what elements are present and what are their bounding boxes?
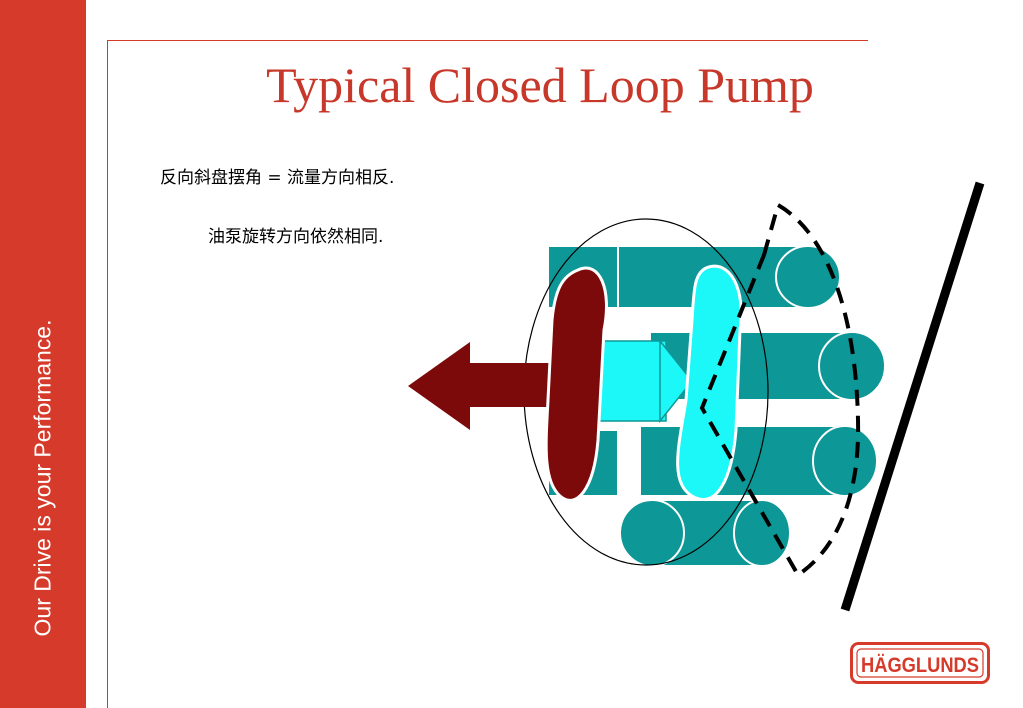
logo-text: HÄGGLUNDS xyxy=(861,654,979,677)
hagglunds-logo: HÄGGLUNDS xyxy=(850,642,990,684)
piston-upper-right xyxy=(649,331,886,401)
frame-left-rule xyxy=(107,40,108,708)
outlet-kidney-port xyxy=(544,266,608,502)
frame-top-rule xyxy=(107,40,868,41)
outflow-arrow xyxy=(408,342,552,430)
swashplate-line xyxy=(840,181,985,612)
rotation-indicator-dashed xyxy=(699,201,861,578)
inlet-kidney-port xyxy=(676,264,743,501)
note-reverse-swashplate: 反向斜盘摆角 = 流量方向相反. xyxy=(160,168,395,188)
sidebar-band: Our Drive is your Performance. xyxy=(0,0,86,708)
slide-title: Typical Closed Loop Pump xyxy=(266,57,814,113)
inflow-arrow xyxy=(593,338,693,424)
piston-cylinders xyxy=(547,245,886,567)
piston-bottom xyxy=(619,499,791,567)
note-same-rotation: 油泵旋转方向依然相同. xyxy=(208,227,384,247)
piston-lower-right xyxy=(639,425,878,497)
